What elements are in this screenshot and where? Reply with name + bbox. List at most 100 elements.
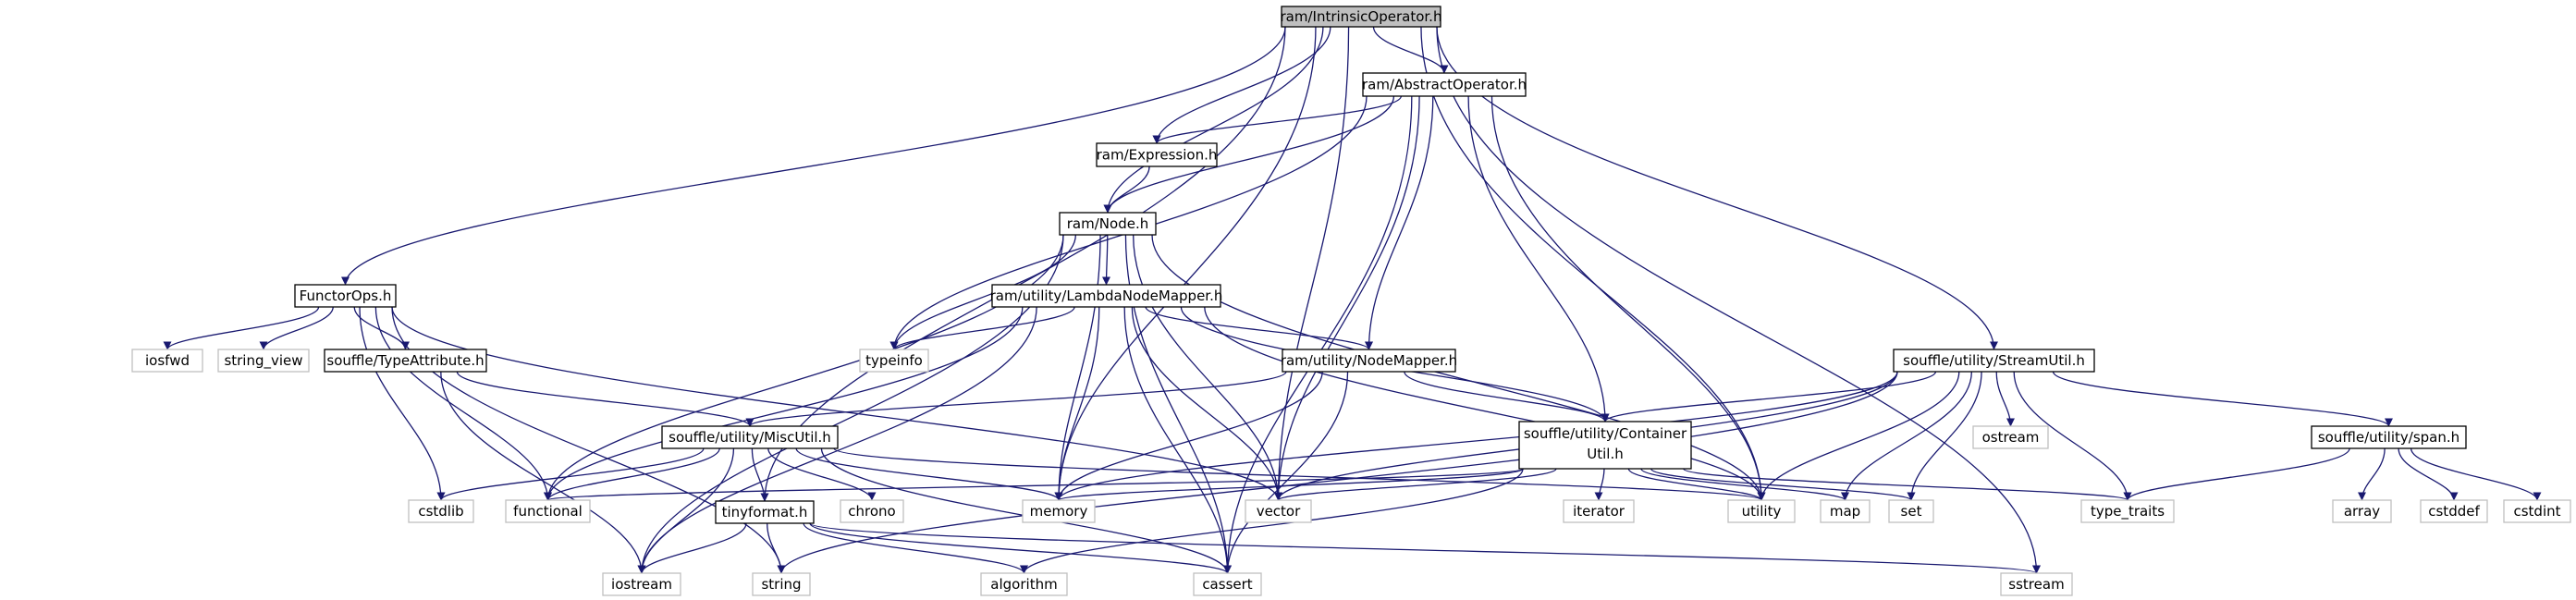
node-label: map bbox=[1830, 503, 1860, 520]
edge-root-to-sstream bbox=[1436, 26, 2041, 574]
edge-abstractop-to-nodemapper bbox=[1365, 95, 1434, 350]
node-box bbox=[408, 499, 474, 523]
edge-line bbox=[889, 234, 1076, 350]
edge-functorops-to-iosfwd bbox=[163, 306, 320, 350]
node-root[interactable]: ram/IntrinsicOperator.h bbox=[1281, 6, 1442, 28]
edge-containerutil-to-memory bbox=[1054, 468, 1524, 501]
edge-line bbox=[1054, 306, 1100, 501]
edge-line bbox=[1841, 371, 1972, 501]
edge-abstractop-to-containerutil bbox=[1467, 95, 1610, 422]
node-label: souffle/utility/span.h bbox=[2318, 429, 2459, 446]
node-box bbox=[1563, 499, 1635, 523]
edge-line bbox=[767, 447, 877, 501]
edge-line bbox=[374, 306, 552, 501]
edge-line bbox=[1594, 468, 1605, 501]
edge-line bbox=[637, 447, 735, 574]
edge-line bbox=[777, 371, 1898, 574]
edge-root-to-vector bbox=[1274, 26, 1350, 501]
node-label: iosfwd bbox=[145, 352, 190, 369]
edge-line bbox=[1650, 468, 1916, 501]
node-lambdanm[interactable]: ram/utility/LambdaNodeMapper.h bbox=[990, 284, 1223, 308]
edge-miscutil-to-chrono bbox=[767, 447, 877, 501]
edge-line bbox=[1054, 371, 1898, 501]
edge-line bbox=[1683, 468, 2132, 501]
node-box bbox=[1888, 499, 1934, 523]
edge-containerutil-to-iterator bbox=[1594, 468, 1605, 501]
node-algorithm: algorithm bbox=[980, 572, 1068, 596]
node-string_view: string_view bbox=[217, 349, 310, 373]
edge-span-to-cstdint bbox=[2410, 447, 2542, 501]
node-type_traits: type_traits bbox=[2080, 499, 2175, 523]
edge-line bbox=[1020, 468, 1524, 574]
node-label: cstddef bbox=[2428, 503, 2480, 520]
node-box bbox=[1727, 499, 1796, 523]
edge-streamutil-to-type_traits bbox=[2013, 371, 2132, 501]
edge-functorops-to-functional bbox=[374, 306, 552, 501]
edge-line bbox=[1152, 95, 1402, 144]
edge-node-to-lambdanm bbox=[1102, 234, 1111, 286]
node-label: tinyformat.h bbox=[722, 504, 808, 520]
edge-tinyformat-to-iostream bbox=[637, 522, 747, 574]
node-cstddef: cstddef bbox=[2420, 499, 2488, 523]
edge-lambdanm-to-cassert bbox=[1123, 306, 1232, 574]
edge-miscutil-to-tinyformat bbox=[751, 447, 769, 502]
edge-line bbox=[751, 447, 769, 502]
edge-streamutil-to-ostream bbox=[1995, 371, 2015, 427]
node-box bbox=[991, 284, 1221, 308]
edge-lambdanm-to-utility bbox=[1204, 306, 1766, 501]
edge-containerutil-to-functional bbox=[544, 468, 1524, 501]
node-functorops[interactable]: FunctorOps.h bbox=[294, 284, 397, 308]
node-string: string bbox=[752, 572, 811, 596]
node-label: iterator bbox=[1573, 503, 1625, 520]
edge-root-to-abstractop bbox=[1372, 26, 1449, 74]
node-box bbox=[1059, 212, 1157, 236]
edge-line bbox=[2398, 447, 2459, 501]
node-box bbox=[294, 284, 397, 308]
edge-root-to-memory bbox=[1054, 26, 1317, 501]
node-span[interactable]: souffle/utility/span.h bbox=[2311, 425, 2467, 449]
edge-line bbox=[1467, 95, 1610, 422]
node-set: set bbox=[1888, 499, 1934, 523]
node-box bbox=[1282, 349, 1456, 373]
node-miscutil[interactable]: souffle/utility/MiscUtil.h bbox=[661, 425, 839, 449]
node-label: ram/utility/LambdaNodeMapper.h bbox=[990, 288, 1223, 304]
node-label: sstream bbox=[2008, 576, 2064, 593]
edge-line bbox=[833, 447, 1766, 501]
node-abstractop[interactable]: ram/AbstractOperator.h bbox=[1362, 72, 1527, 97]
edge-line bbox=[2052, 371, 2393, 427]
node-streamutil[interactable]: souffle/utility/StreamUtil.h bbox=[1893, 349, 2095, 373]
node-tinyformat[interactable]: tinyformat.h bbox=[715, 500, 815, 524]
edge-streamutil-to-utility bbox=[1757, 371, 1960, 501]
edge-containerutil-to-set bbox=[1650, 468, 1916, 501]
edge-line bbox=[1133, 234, 1282, 501]
edge-root-to-node bbox=[1103, 26, 1324, 214]
node-label: ram/AbstractOperator.h bbox=[1362, 77, 1527, 93]
edge-abstractop-to-node bbox=[1103, 95, 1395, 214]
node-expression[interactable]: ram/Expression.h bbox=[1096, 142, 1218, 167]
node-cassert: cassert bbox=[1193, 572, 1262, 596]
edge-line bbox=[1054, 234, 1101, 501]
node-typeattr[interactable]: souffle/TypeAttribute.h bbox=[324, 349, 487, 373]
edge-functorops-to-cstdlib bbox=[359, 306, 446, 501]
edges-layer bbox=[163, 26, 2542, 574]
edge-lambdanm-to-nodemapper bbox=[1145, 306, 1373, 350]
edge-lambdanm-to-functional bbox=[544, 306, 1024, 501]
edge-node-to-vector bbox=[1133, 234, 1282, 501]
edge-line bbox=[2358, 447, 2386, 501]
node-label: vector bbox=[1257, 503, 1301, 520]
edge-line bbox=[1152, 26, 1331, 144]
node-label: souffle/TypeAttribute.h bbox=[326, 352, 484, 369]
node-box bbox=[324, 349, 487, 373]
node-functional: functional bbox=[505, 499, 591, 523]
node-label: cstdlib bbox=[418, 503, 463, 520]
node-nodemapper[interactable]: ram/utility/NodeMapper.h bbox=[1281, 349, 1457, 373]
node-box bbox=[131, 349, 203, 373]
edge-line bbox=[1436, 26, 2041, 574]
edge-line bbox=[1145, 306, 1373, 350]
node-label: chrono bbox=[848, 503, 895, 520]
node-box bbox=[1096, 142, 1218, 167]
node-node[interactable]: ram/Node.h bbox=[1059, 212, 1157, 236]
node-box bbox=[2311, 425, 2467, 449]
